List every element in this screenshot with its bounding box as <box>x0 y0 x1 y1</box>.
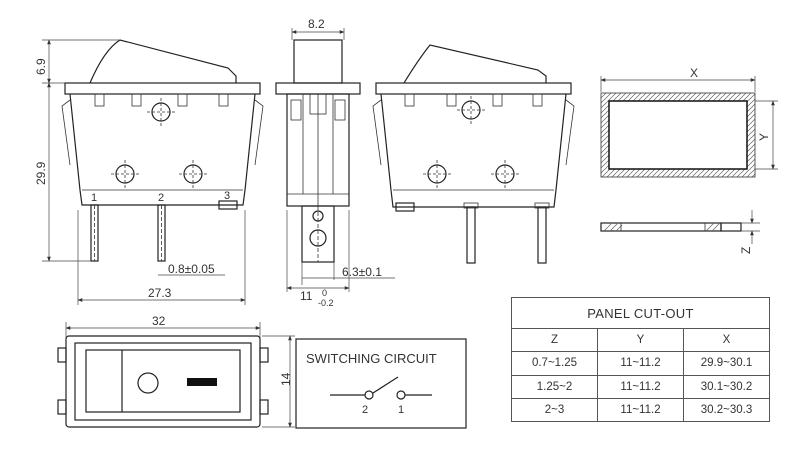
rivet-icon <box>423 160 451 188</box>
panel-cutout-sketch: X Y Z <box>600 66 778 254</box>
on-off-symbol <box>137 372 217 394</box>
switching-circuit-title: SWITCHING CIRCUIT <box>306 351 437 366</box>
table-cell: 30.1~30.2 <box>683 374 770 399</box>
dim-width-8-2: 8.2 <box>308 17 325 31</box>
terminal-label: 2 <box>158 192 164 204</box>
table-cell: 0.7~1.25 <box>511 351 598 376</box>
front-view: 1 2 3 6.9 29.9 0.8±0.05 27.3 <box>34 39 264 305</box>
dim-tol-lower: -0.2 <box>318 298 334 308</box>
terminal-label: 1 <box>91 192 97 204</box>
table-cell: 11~11.2 <box>597 397 684 423</box>
dim-width-32: 32 <box>152 314 166 328</box>
dim-height-14: 14 <box>279 372 293 386</box>
panel-cutout-title: PANEL CUT-OUT <box>511 297 770 329</box>
side-view: 8.2 6.3±0.1 11 0 -0.2 <box>275 17 395 308</box>
dim-tol-upper: 0 <box>322 288 327 298</box>
hatch-line <box>746 168 756 178</box>
hatch-line <box>600 92 607 99</box>
circuit-terminal-label: 2 <box>362 404 368 416</box>
dim-height-29-9: 29.9 <box>34 161 48 185</box>
circuit-terminal-label: 1 <box>398 404 404 416</box>
dim-height-6-9: 6.9 <box>34 58 48 75</box>
dim-x-label: X <box>690 66 698 80</box>
table-header: Y <box>597 327 684 353</box>
hatch-line <box>600 92 612 104</box>
table-cell: 29.9~30.1 <box>683 351 770 376</box>
table-cell: 2~3 <box>511 397 598 423</box>
switching-circuit: SWITCHING CIRCUIT 2 1 <box>295 338 467 429</box>
rivet-icon <box>147 98 175 126</box>
table-header: Z <box>511 327 598 353</box>
table-cell: 1.25~2 <box>511 374 598 399</box>
rear-view <box>372 44 575 264</box>
dim-width-11: 11 <box>300 289 313 303</box>
table-cell: 30.2~30.3 <box>683 397 770 423</box>
rivet-icon <box>491 160 519 188</box>
table-row: 0.7~1.25 11~11.2 29.9~30.1 <box>511 351 770 376</box>
top-view: 32 14 <box>57 314 295 428</box>
table-cell: 11~11.2 <box>597 374 684 399</box>
dim-tab-width: 6.3±0.1 <box>342 265 382 279</box>
dim-y-label: Y <box>757 133 771 141</box>
table-cell: 11~11.2 <box>597 351 684 376</box>
hatch-line <box>751 173 756 178</box>
dim-z-label: Z <box>739 247 753 254</box>
rivet-icon <box>457 96 485 124</box>
hatch-line <box>741 163 756 178</box>
rivet-icon <box>111 160 139 188</box>
terminal-label: 3 <box>224 190 230 202</box>
dim-width-27-3: 27.3 <box>148 286 172 300</box>
dim-pin-width: 0.8±0.05 <box>168 262 215 276</box>
table-row: 1.25~2 11~11.2 30.1~30.2 <box>511 374 770 399</box>
panel-cutout-table: PANEL CUT-OUT Z Y X 0.7~1.25 11~11.2 29.… <box>511 297 770 423</box>
table-row: 2~3 11~11.2 30.2~30.3 <box>511 397 770 423</box>
table-header: X <box>683 327 770 353</box>
rivet-icon <box>179 160 207 188</box>
